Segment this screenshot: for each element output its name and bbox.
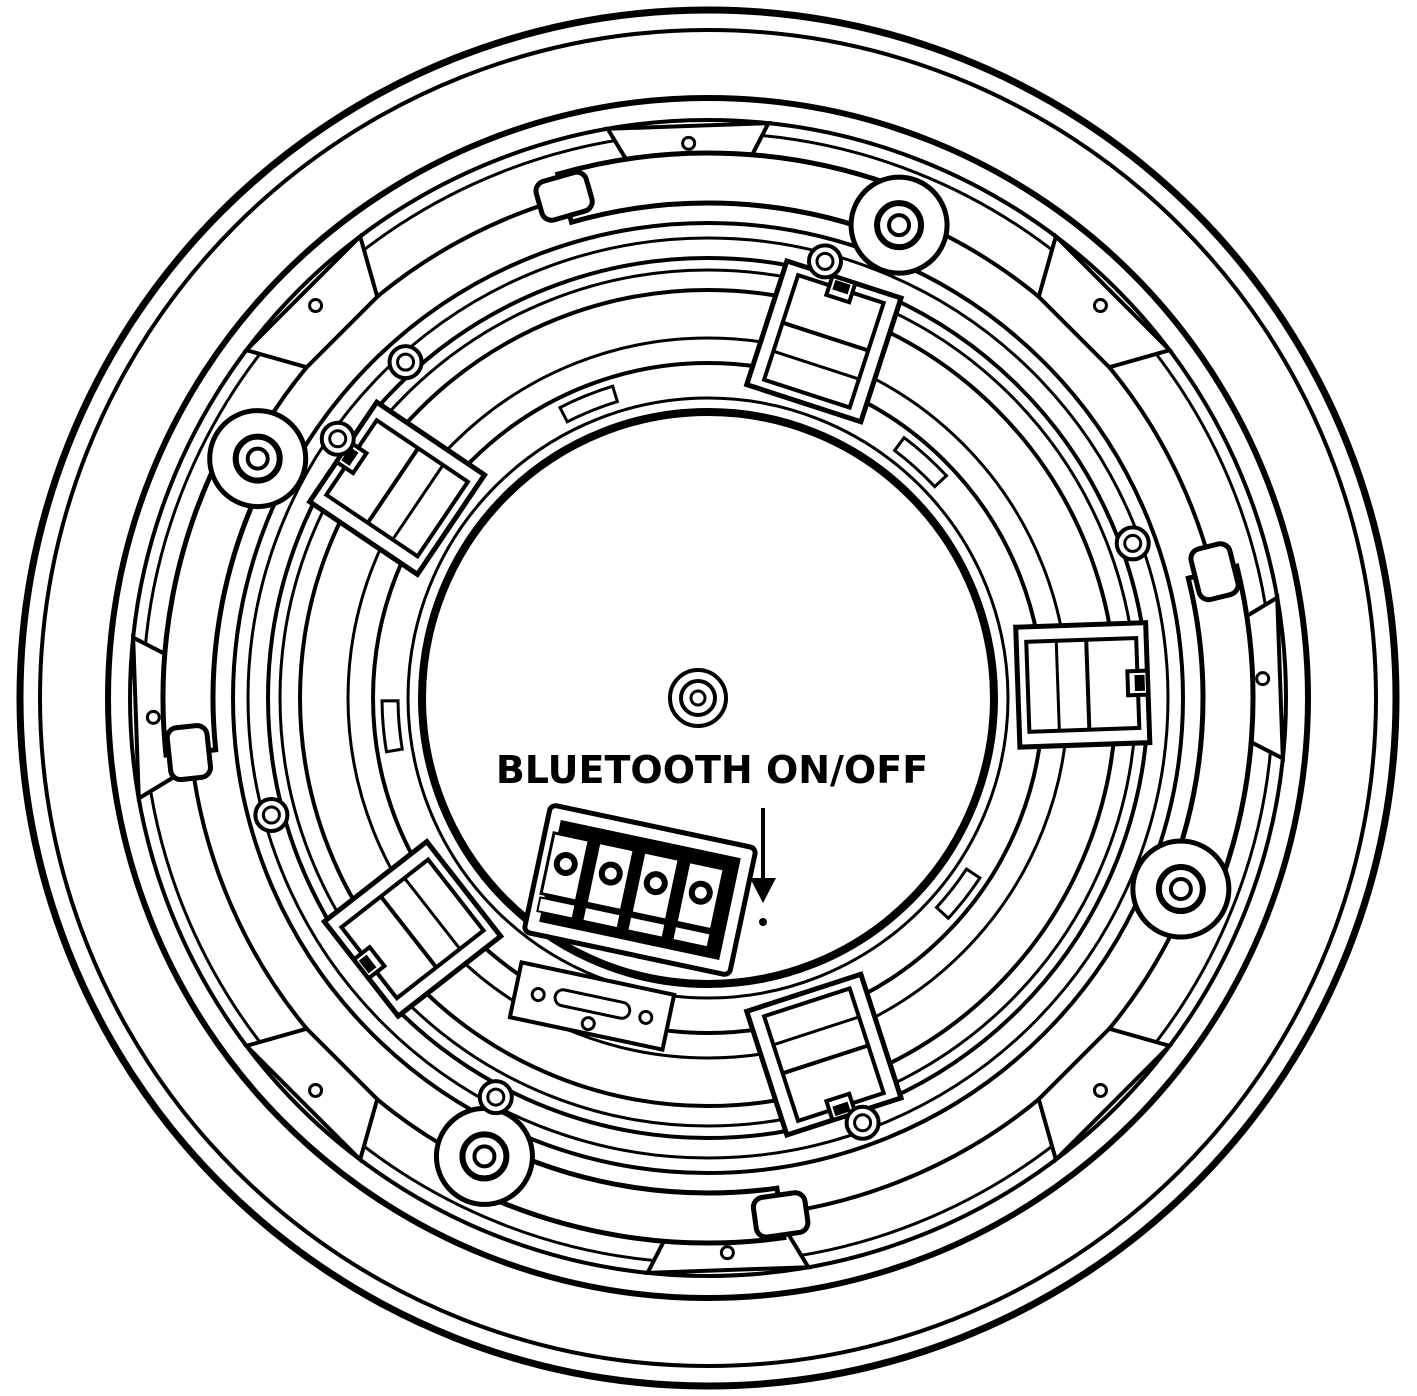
basket-slot (892, 435, 949, 489)
screw-hole (719, 1245, 735, 1261)
bottom-bracket (507, 960, 677, 1052)
mounting-boss-inner (328, 429, 348, 449)
clamp-arm (433, 1105, 811, 1246)
bluetooth-callout: BLUETOOTH ON/OFF (496, 748, 928, 926)
clamp-roller-core (472, 1144, 497, 1169)
screw-hole (681, 135, 697, 151)
screw-hole (1255, 671, 1271, 687)
terminal (626, 850, 681, 939)
clamp-handle (164, 723, 213, 783)
mounting-boss-inner (815, 251, 835, 271)
bluetooth-callout-label: BLUETOOTH ON/OFF (496, 748, 928, 792)
bluetooth-button-dot[interactable] (759, 918, 767, 926)
basket-slot (557, 384, 620, 424)
mounting-boss-inner (396, 352, 416, 372)
terminal (581, 840, 636, 930)
mounting-boss-inner (1123, 533, 1143, 553)
mounting-bosses (253, 243, 1151, 1141)
terminal (536, 831, 591, 920)
callout-arrow-head (750, 878, 776, 903)
clamp-arm (1130, 541, 1256, 940)
clamp-handle (750, 1190, 811, 1240)
perimeter-holes (145, 135, 1271, 1261)
latch-bracket (1013, 620, 1153, 750)
screw-hole (308, 298, 324, 314)
basket-slot (934, 867, 982, 921)
latch-bracket (320, 838, 505, 1020)
mounting-boss-inner (486, 1087, 506, 1107)
basket-slot (380, 699, 404, 754)
clamp-arm (160, 408, 309, 783)
clamp-handle (533, 169, 595, 223)
mounting-boss-inner (853, 1113, 873, 1133)
clamp-roller-core (245, 446, 270, 471)
screw-hole (1092, 298, 1108, 314)
clamp-arm (533, 150, 950, 276)
terminal (671, 859, 726, 949)
clamp-roller-core (887, 213, 912, 238)
basket-slots (380, 384, 982, 921)
center-boss (668, 668, 728, 728)
latch-bracket (743, 971, 905, 1139)
latch-brackets (306, 257, 1153, 1139)
clamp-handle (1188, 541, 1241, 603)
screw-hole (145, 709, 161, 725)
clamp-arms (160, 150, 1256, 1246)
clamp-roller-core (1168, 877, 1193, 902)
mounting-boss-inner (261, 805, 281, 825)
terminal-block (522, 803, 758, 977)
latch-bracket (743, 257, 905, 425)
screw-hole (308, 1082, 324, 1098)
screw-hole (1092, 1082, 1108, 1098)
